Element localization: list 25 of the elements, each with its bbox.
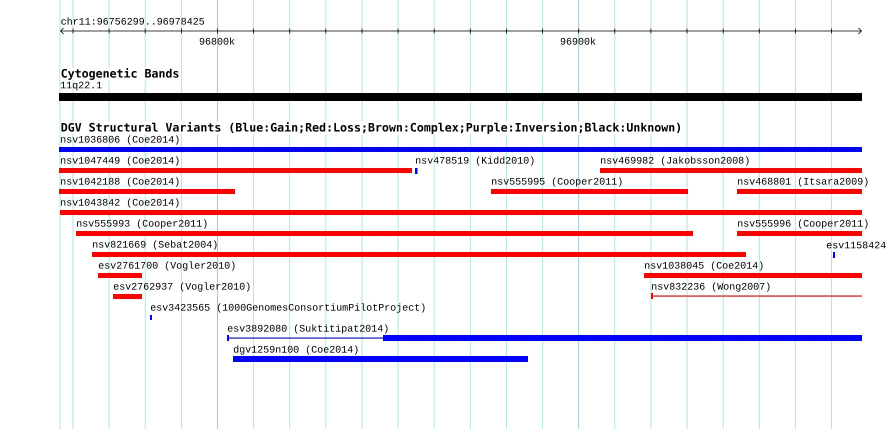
- feature-label: nsv832236 (Wong2007): [652, 282, 770, 292]
- feature-label: nsv555995 (Cooper2011): [492, 177, 622, 187]
- feature-label: esv3892080 (Suktitipat2014): [228, 324, 388, 334]
- feature-label: esv2762937 (Vogler2010): [114, 282, 250, 292]
- feature-label: 11q22.1: [60, 82, 102, 90]
- feature-label: nsv478519 (Kidd2010): [416, 156, 534, 166]
- feature-label: nsv1036806 (Coe2014): [61, 135, 179, 145]
- feature-label: esv2761700 (Vogler2010): [98, 261, 235, 271]
- feature-label: nsv555993 (Cooper2011): [77, 219, 207, 229]
- feature-label: dgv1259n100 (Coe2014): [234, 345, 358, 355]
- feature-label: nsv469982 (Jakobsson2008): [601, 156, 749, 166]
- track-heading: Cytogenetic Bands: [60, 68, 180, 80]
- feature-label: nsv555996 (Cooper2011): [738, 219, 868, 229]
- tick-label: 96800k: [200, 37, 234, 45]
- region-label: chr11:96756299..96978425: [61, 17, 204, 25]
- feature-label: nsv1043842 (Coe2014): [61, 198, 179, 208]
- feature-label: esv1158424: [826, 242, 886, 248]
- feature-label: esv3423565 (1000GenomesConsortiumPilotProject): [150, 303, 425, 313]
- track-heading: DGV Structural Variants (Blue:Gain;Red:Loss;Brown:Complex;Purple:Inversion;Black:Unknown): [60, 122, 683, 134]
- feature-label: nsv1042188 (Coe2014): [61, 177, 179, 187]
- feature-label: nsv821669 (Sebat2004): [93, 240, 217, 250]
- feature-label: nsv468801 (Itsara2009): [738, 177, 868, 187]
- feature-label: nsv1038045 (Coe2014): [645, 261, 763, 271]
- tick-label: 96900k: [560, 37, 596, 45]
- feature-label: nsv1047449 (Coe2014): [61, 156, 179, 166]
